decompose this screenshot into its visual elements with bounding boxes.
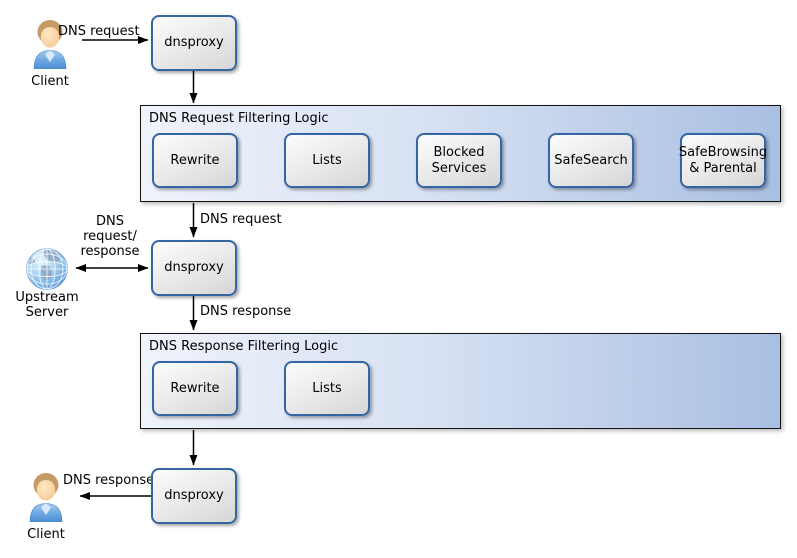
edge-label-dns-response-mid: DNS response bbox=[200, 304, 292, 319]
step-lists-response: Lists bbox=[284, 361, 370, 416]
step-rewrite-request: Rewrite bbox=[152, 133, 238, 188]
response-filtering-container: DNS Response Filtering Logic Rewrite Lis… bbox=[140, 333, 781, 429]
dnsproxy-node-3-label: dnsproxy bbox=[164, 488, 224, 503]
client-bottom-label: Client bbox=[27, 527, 65, 542]
dnsproxy-node-2: dnsproxy bbox=[151, 240, 237, 296]
step-safebrowsing-parental: SafeBrowsing & Parental bbox=[678, 133, 768, 188]
upstream-server-label: Upstream Server bbox=[15, 290, 79, 320]
step-rewrite-response: Rewrite bbox=[152, 361, 238, 416]
edge-label-dns-request-top: DNS request bbox=[58, 24, 140, 39]
step-blocked-services-label: Blocked Services bbox=[431, 144, 487, 176]
dnsproxy-node-2-label: dnsproxy bbox=[164, 260, 224, 275]
client-top-label: Client bbox=[31, 74, 69, 89]
request-filtering-title: DNS Request Filtering Logic bbox=[149, 111, 329, 126]
step-blocked-services: Blocked Services bbox=[416, 133, 502, 188]
dnsproxy-node-1: dnsproxy bbox=[151, 15, 237, 71]
step-rewrite-response-label: Rewrite bbox=[170, 380, 220, 396]
step-rewrite-request-label: Rewrite bbox=[170, 152, 220, 168]
step-lists-request: Lists bbox=[284, 133, 370, 188]
step-safesearch: SafeSearch bbox=[548, 133, 634, 188]
step-lists-response-label: Lists bbox=[312, 380, 342, 396]
step-lists-request-label: Lists bbox=[312, 152, 342, 168]
person-icon bbox=[33, 17, 67, 73]
step-safesearch-label: SafeSearch bbox=[554, 152, 628, 168]
step-safebrowsing-parental-label: SafeBrowsing & Parental bbox=[678, 144, 768, 176]
dnsproxy-node-1-label: dnsproxy bbox=[164, 35, 224, 50]
request-filtering-container: DNS Request Filtering Logic Rewrite List… bbox=[140, 105, 781, 202]
dnsproxy-node-3: dnsproxy bbox=[151, 468, 237, 524]
edge-label-dns-request-mid: DNS request bbox=[200, 212, 282, 227]
edge-label-upstream-bidirectional: DNS request/ response bbox=[80, 214, 140, 259]
globe-icon bbox=[25, 247, 69, 295]
person-icon bbox=[29, 470, 63, 526]
edge-label-dns-response-bottom: DNS response bbox=[63, 473, 155, 488]
response-filtering-title: DNS Response Filtering Logic bbox=[149, 339, 339, 354]
